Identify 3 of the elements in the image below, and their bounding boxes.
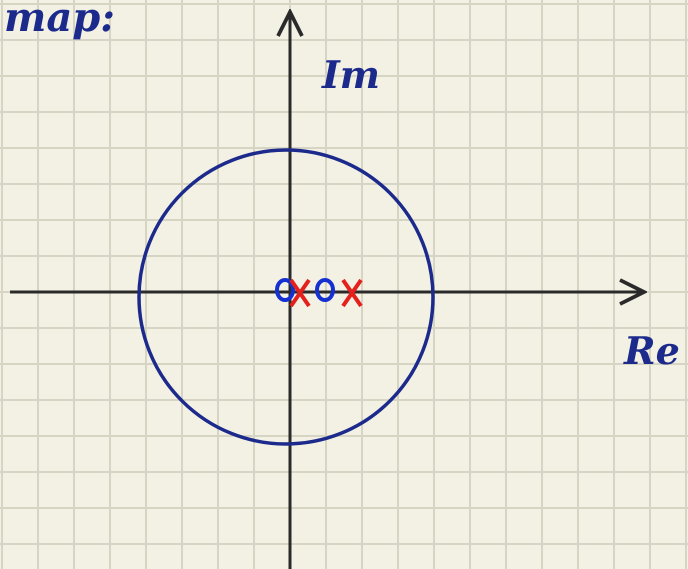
axis-label: Im bbox=[322, 52, 380, 97]
heading-text: map: bbox=[4, 0, 115, 41]
axis-label: Re bbox=[624, 328, 680, 373]
